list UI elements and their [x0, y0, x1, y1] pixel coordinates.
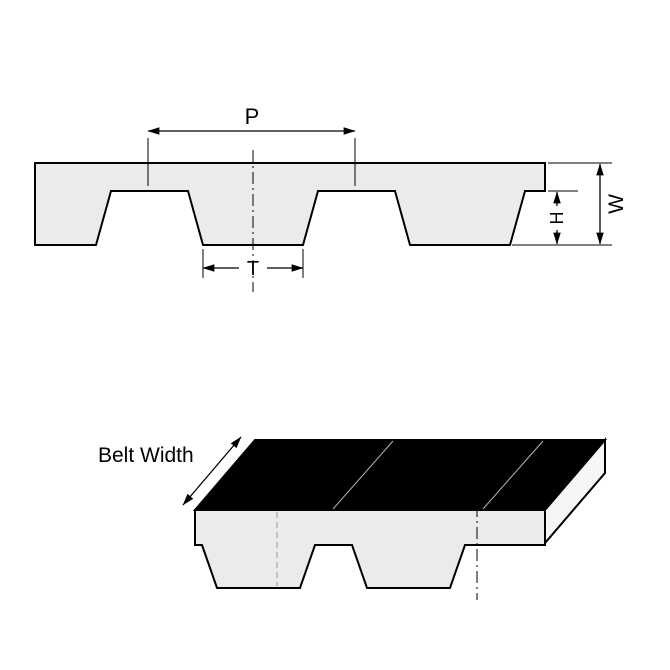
belt-side-face — [544, 437, 606, 546]
tooth-width-dimension: T — [202, 249, 304, 280]
belt-width-arrow — [182, 436, 242, 506]
belt-front-face — [194, 509, 546, 589]
belt-width-label: Belt Width — [98, 444, 194, 467]
tooth-height-label: H — [547, 212, 567, 225]
top-face-seam-line — [332, 440, 394, 510]
belt-thickness-dimension: W — [548, 162, 628, 245]
belt-3d-view: Belt Width — [98, 436, 608, 600]
belt-thickness-label: W — [605, 194, 628, 214]
pitch-dimension: P — [147, 104, 356, 186]
tooth-width-label: T — [247, 258, 259, 280]
belt-width-annotation: Belt Width — [98, 436, 242, 506]
top-face-seam-line — [482, 440, 544, 510]
tooth-height-dimension: H — [547, 190, 578, 245]
belt-top-face — [192, 439, 608, 511]
belt-profile — [34, 162, 546, 246]
cross-section-view: P T H W — [34, 104, 628, 292]
pitch-label: P — [245, 104, 260, 129]
